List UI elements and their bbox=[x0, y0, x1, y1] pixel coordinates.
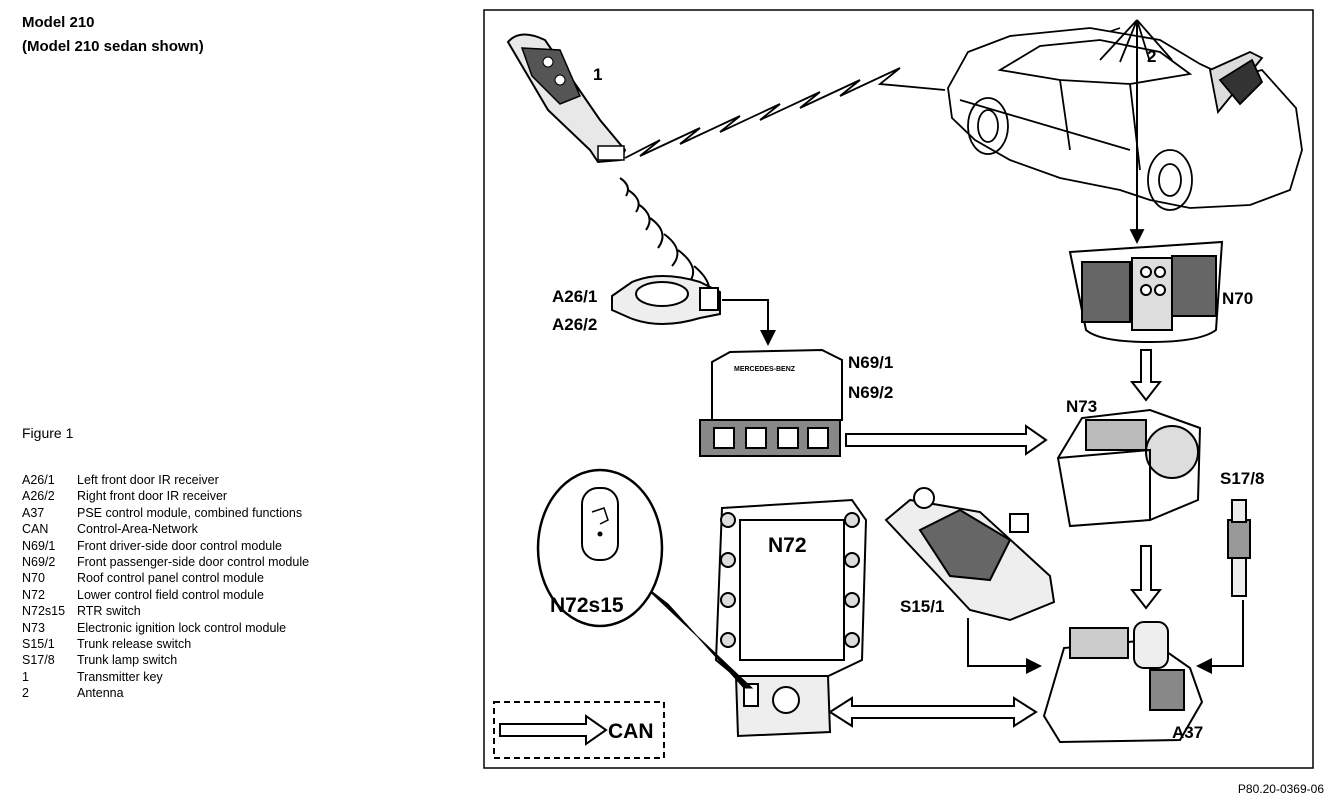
label-n69-1: N69/1 bbox=[848, 353, 893, 372]
legend-code: N72 bbox=[22, 587, 45, 602]
label-s15-1: S15/1 bbox=[900, 597, 944, 616]
rtr-switch-callout bbox=[536, 468, 754, 689]
page-subtitle: (Model 210 sedan shown) bbox=[22, 38, 204, 55]
ir-to-door-module-line bbox=[722, 299, 776, 346]
legend-row: N70 Roof control panel control module bbox=[22, 570, 309, 586]
lower-control-field-module bbox=[714, 498, 868, 738]
legend-description: Trunk release switch bbox=[77, 637, 192, 652]
reference-code: P80.20-0369-06 bbox=[1237, 782, 1324, 796]
can-arrow-n72-a37 bbox=[828, 696, 1038, 728]
sedan-car bbox=[947, 27, 1303, 211]
diagram-frame bbox=[483, 9, 1314, 769]
radio-signal-zigzag bbox=[624, 67, 946, 159]
trunk-release-switch bbox=[884, 487, 1056, 622]
legend-description: Front passenger-side door control module bbox=[77, 555, 310, 570]
legend-code: S15/1 bbox=[22, 637, 55, 652]
label-n73: N73 bbox=[1066, 397, 1097, 416]
legend-code: A26/2 bbox=[22, 489, 55, 504]
legend-description: Lower control field control module bbox=[77, 587, 264, 602]
legend-description: RTR switch bbox=[77, 604, 141, 619]
legend-description: Trunk lamp switch bbox=[77, 653, 178, 668]
legend-code: CAN bbox=[22, 522, 49, 537]
label-n69-2: N69/2 bbox=[848, 383, 893, 402]
legend-description: Roof control panel control module bbox=[77, 571, 264, 586]
door-handle-ir-receiver bbox=[611, 275, 721, 325]
label-n72s15: N72s15 bbox=[550, 594, 624, 617]
ignition-lock-module bbox=[1056, 408, 1202, 528]
legend-row: S17/8 Trunk lamp switch bbox=[22, 652, 309, 668]
label-s17-8: S17/8 bbox=[1220, 469, 1264, 488]
s15-to-a37-line bbox=[967, 618, 1042, 674]
s17-to-a37-line bbox=[1196, 600, 1244, 674]
legend-description: Control-Area-Network bbox=[77, 522, 198, 537]
can-legend-label: CAN bbox=[608, 720, 654, 743]
legend-row: N69/1 Front driver-side door control modu… bbox=[22, 538, 309, 554]
legend-row: CAN Control-Area-Network bbox=[22, 521, 309, 537]
legend-description: Left front door IR receiver bbox=[77, 473, 219, 487]
legend-row: A37 PSE control module, combined function… bbox=[22, 505, 309, 521]
legend-row: A26/2 Right front door IR receiver bbox=[22, 488, 309, 504]
can-legend-box bbox=[493, 701, 665, 759]
legend-code: A37 bbox=[22, 505, 45, 520]
label-n70: N70 bbox=[1222, 289, 1253, 308]
legend-code: 1 bbox=[22, 669, 29, 684]
legend-code: N70 bbox=[22, 571, 45, 586]
can-arrow-n73-to-a37 bbox=[1129, 545, 1163, 610]
label-a26-2: A26/2 bbox=[552, 315, 597, 334]
can-arrow-n69-to-n73 bbox=[845, 424, 1048, 456]
antenna bbox=[1099, 19, 1173, 245]
legend-code: N72s15 bbox=[22, 604, 66, 619]
legend-code: A26/1 bbox=[22, 473, 55, 487]
legend-row: N73 Electronic ignition lock control modu… bbox=[22, 620, 309, 636]
label-antenna: 2 bbox=[1147, 47, 1156, 66]
trunk-lamp-switch bbox=[1227, 499, 1251, 597]
legend-code: N73 bbox=[22, 620, 45, 635]
pse-control-module bbox=[1042, 621, 1204, 744]
roof-control-panel bbox=[1068, 240, 1224, 344]
label-a37: A37 bbox=[1172, 723, 1203, 742]
legend-code: 2 bbox=[22, 686, 29, 701]
legend-description: Antenna bbox=[77, 686, 124, 701]
legend-description: Electronic ignition lock control module bbox=[77, 620, 287, 635]
page-title: Model 210 bbox=[22, 14, 95, 31]
door-control-module bbox=[699, 348, 843, 457]
legend-code: N69/1 bbox=[22, 538, 56, 553]
legend-row: N72 Lower control field control module bbox=[22, 587, 309, 603]
legend-row: N69/2 Front passenger-side door control m… bbox=[22, 554, 309, 570]
legend-description: PSE control module, combined functions bbox=[77, 505, 303, 520]
legend-row: 2 Antenna bbox=[22, 685, 309, 701]
legend-code: S17/8 bbox=[22, 653, 55, 668]
legend-row: 1 Transmitter key bbox=[22, 669, 309, 685]
label-n72: N72 bbox=[768, 534, 807, 557]
label-a26-1: A26/1 bbox=[552, 287, 597, 306]
legend-row: N72s15 RTR switch bbox=[22, 603, 309, 619]
figure-label: Figure 1 bbox=[22, 425, 74, 441]
can-arrow-n70-to-n73 bbox=[1129, 349, 1163, 402]
legend-description: Right front door IR receiver bbox=[77, 489, 228, 504]
label-key: 1 bbox=[593, 65, 602, 84]
legend-code: N69/2 bbox=[22, 555, 56, 570]
legend-description: Transmitter key bbox=[77, 669, 163, 684]
module-brand-print: MERCEDES-BENZ bbox=[734, 366, 796, 373]
transmitter-key bbox=[506, 33, 627, 164]
legend-row: A26/1 Left front door IR receiver bbox=[22, 472, 309, 488]
legend-description: Front driver-side door control module bbox=[77, 538, 282, 553]
legend-row: S15/1 Trunk release switch bbox=[22, 636, 309, 652]
